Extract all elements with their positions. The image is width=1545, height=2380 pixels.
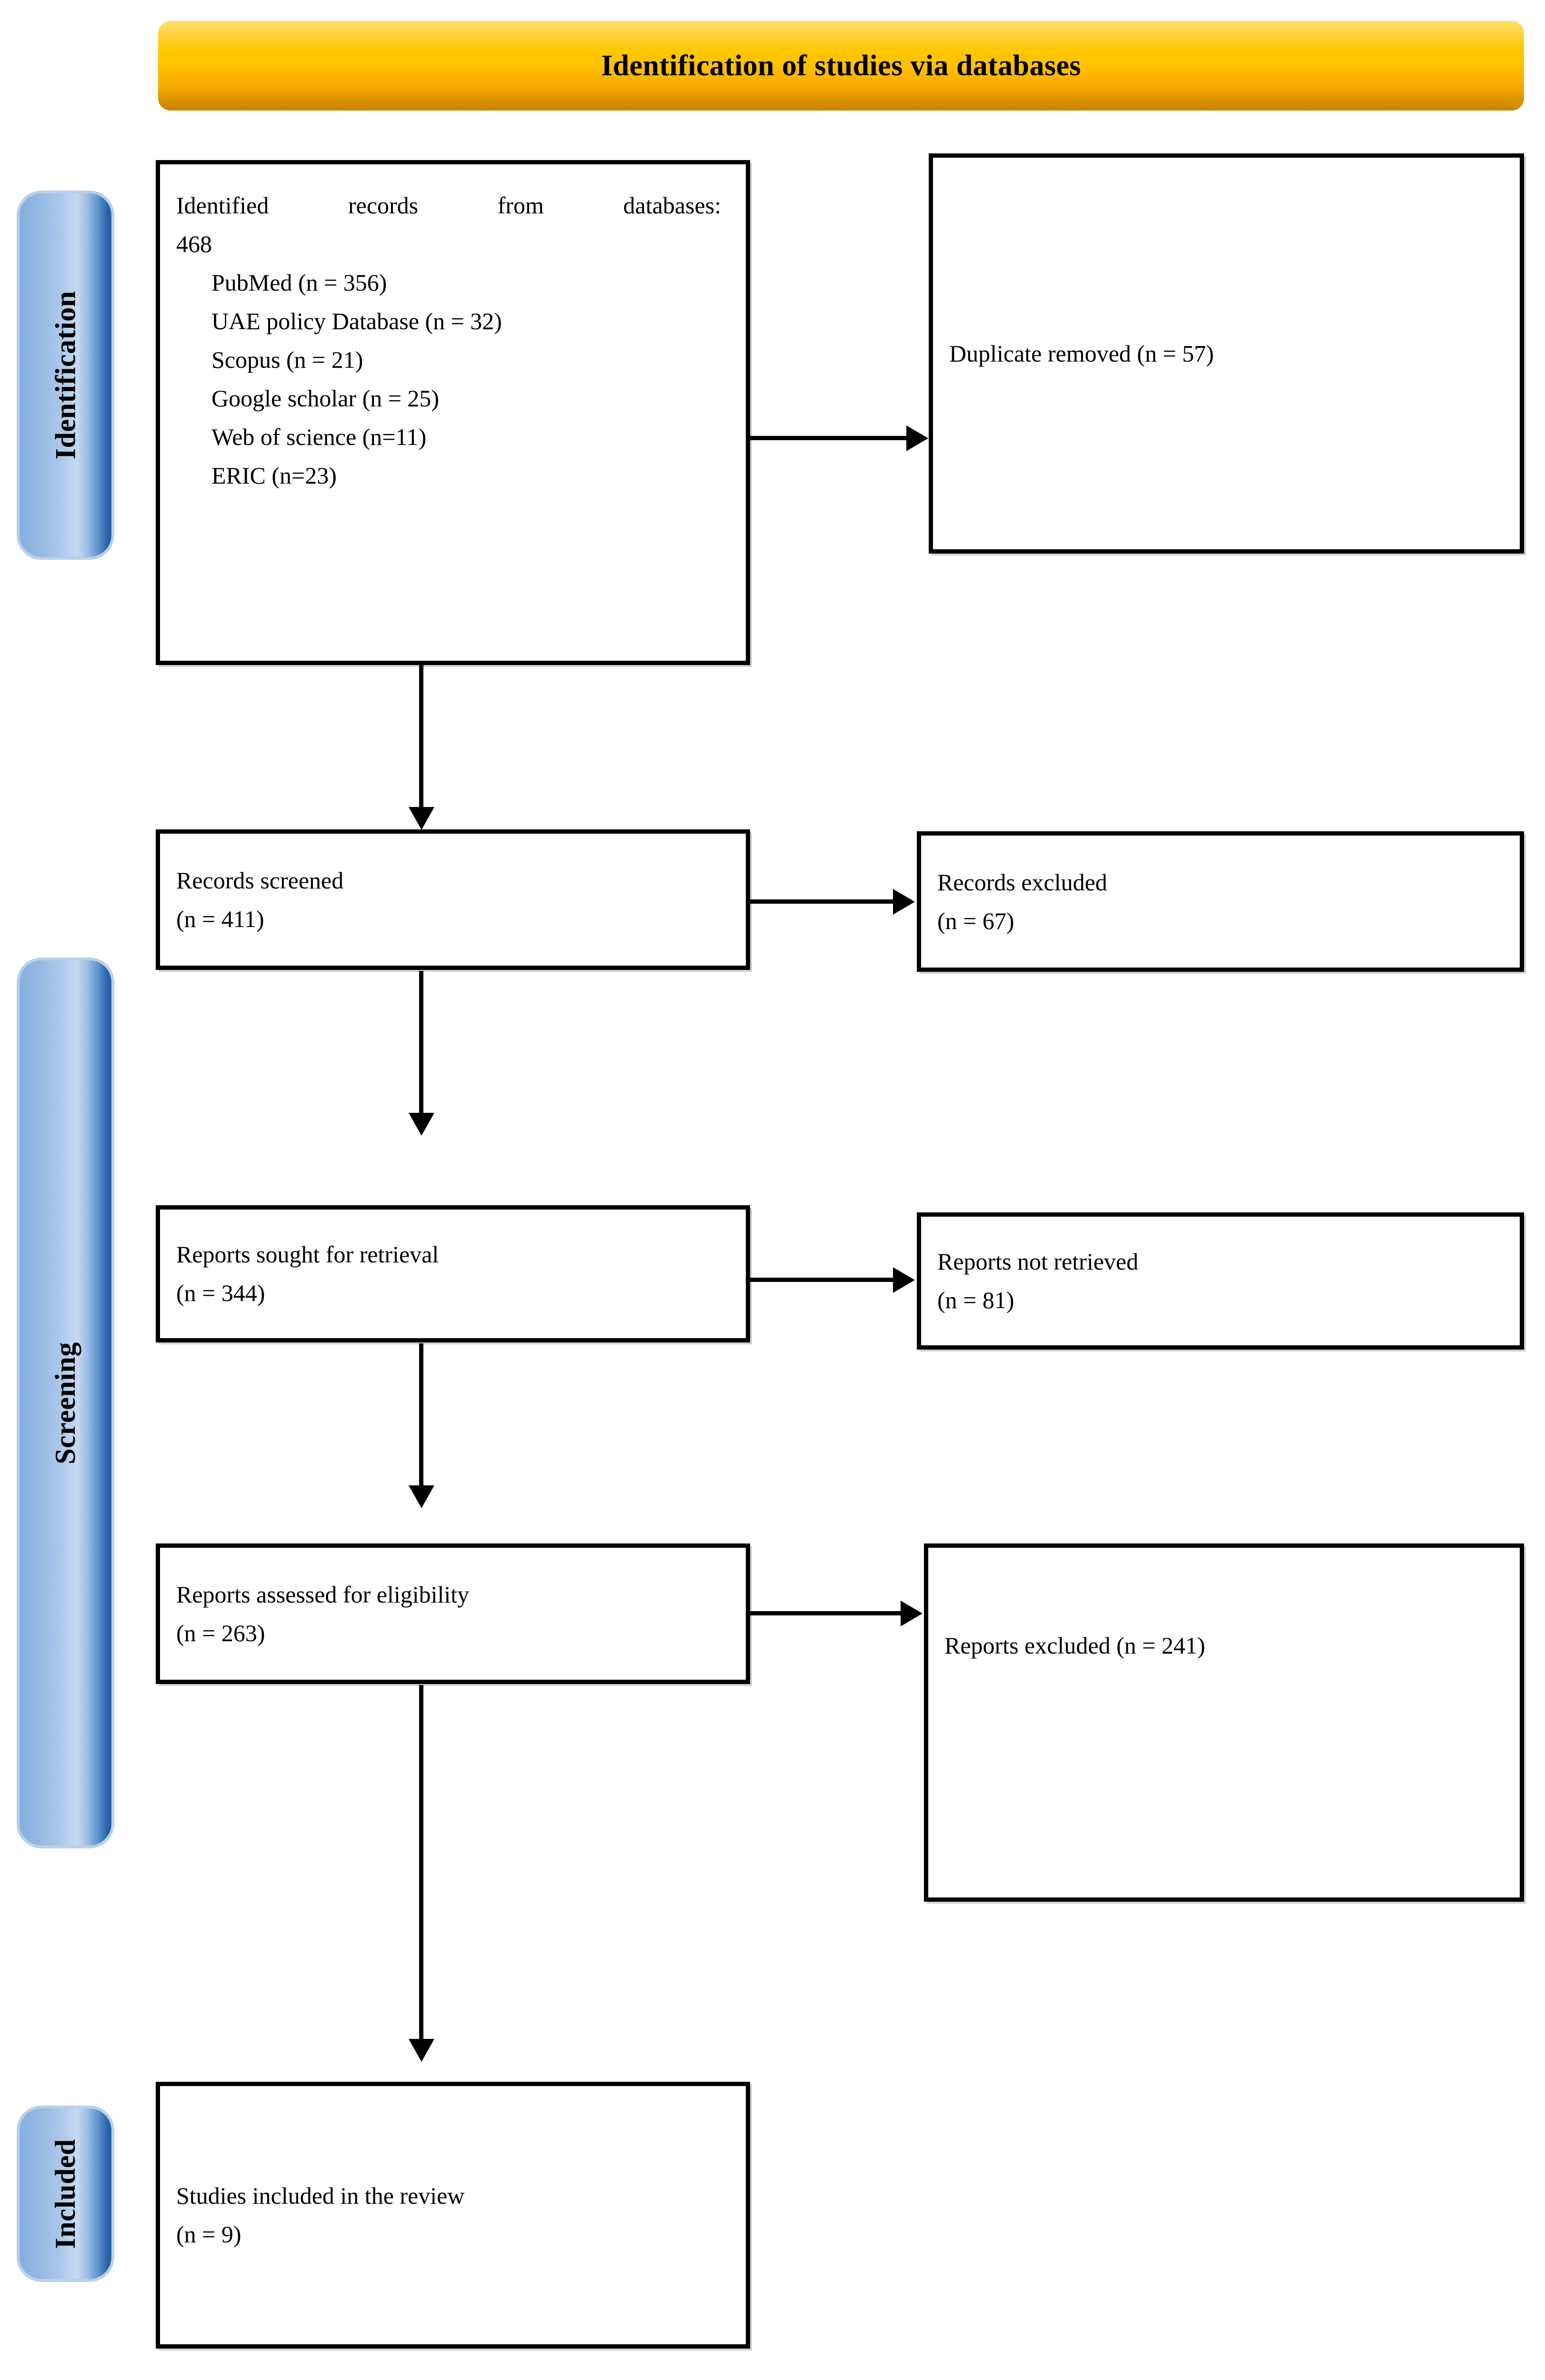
box-studies-included: Studies included in the review (n = 9) <box>156 2082 750 2349</box>
box-reports-not-retrieved: Reports not retrieved (n = 81) <box>917 1212 1524 1350</box>
arrow-sought-to-eligibility <box>419 1343 423 1486</box>
arrow-identification-to-duplicates <box>750 436 907 440</box>
source-uae-policy-database: UAE policy Database (n = 32) <box>211 308 502 334</box>
arrow-eligibility-to-included <box>419 1685 423 2040</box>
reports-assessed-count: (n = 263) <box>176 1619 265 1646</box>
duplicates-removed-content: Duplicate removed (n = 57) <box>933 334 1520 373</box>
arrow-screened-to-sought <box>419 971 423 1114</box>
arrow-eligibility-to-reports-excluded <box>750 1611 902 1615</box>
stage-pill-included-label: Included <box>50 2138 81 2249</box>
studies-included-content: Studies included in the review (n = 9) <box>160 2177 746 2254</box>
box-identified-records: Identified records from databases: 468 P… <box>156 160 750 665</box>
diagram-header-banner: Identification of studies via databases <box>158 21 1524 111</box>
duplicates-removed-text: Duplicate removed (n = 57) <box>949 340 1214 367</box>
records-screened-content: Records screened (n = 411) <box>160 861 746 938</box>
reports-not-retrieved-label: Reports not retrieved <box>937 1248 1139 1275</box>
stage-pill-screening-label: Screening <box>50 1341 81 1464</box>
records-excluded-count: (n = 67) <box>937 907 1014 934</box>
records-screened-count: (n = 411) <box>176 905 264 932</box>
box-reports-sought: Reports sought for retrieval (n = 344) <box>156 1205 750 1342</box>
diagram-title: Identification of studies via databases <box>601 49 1081 82</box>
reports-sought-label: Reports sought for retrieval <box>176 1241 439 1268</box>
records-excluded-content: Records excluded (n = 67) <box>921 863 1520 940</box>
stage-pill-identification-label: Identification <box>50 291 81 460</box>
box-records-screened: Records screened (n = 411) <box>156 829 750 970</box>
reports-assessed-content: Reports assessed for eligibility (n = 26… <box>160 1575 746 1653</box>
identified-records-total: 468 <box>176 231 212 257</box>
arrow-screened-to-excluded <box>750 899 894 904</box>
stage-pill-screening: Screening <box>17 958 114 1848</box>
stage-pill-identification: Identification <box>17 191 114 560</box>
source-eric: ERIC (n=23) <box>211 462 337 489</box>
box-duplicates-removed: Duplicate removed (n = 57) <box>929 153 1524 554</box>
box-records-excluded: Records excluded (n = 67) <box>917 831 1524 972</box>
records-excluded-label: Records excluded <box>937 868 1107 896</box>
reports-assessed-label: Reports assessed for eligibility <box>176 1581 470 1608</box>
source-scopus: Scopus (n = 21) <box>211 346 363 373</box>
reports-sought-count: (n = 344) <box>176 1280 265 1306</box>
box-reports-excluded: Reports excluded (n = 241) <box>924 1543 1524 1902</box>
arrow-identification-to-screened <box>419 665 423 808</box>
reports-excluded-text: Reports excluded (n = 241) <box>944 1632 1205 1659</box>
source-pubmed: PubMed (n = 356) <box>211 269 387 296</box>
studies-included-label: Studies included in the review <box>176 2182 465 2209</box>
identified-records-content: Identified records from databases: 468 P… <box>160 164 746 495</box>
identified-records-heading: Identified records from databases: <box>176 192 721 219</box>
source-google-scholar: Google scholar (n = 25) <box>211 385 440 412</box>
source-web-of-science: Web of science (n=11) <box>211 424 427 450</box>
reports-not-retrieved-count: (n = 81) <box>937 1287 1014 1313</box>
reports-not-retrieved-content: Reports not retrieved (n = 81) <box>921 1242 1520 1320</box>
records-screened-label: Records screened <box>176 867 344 894</box>
studies-included-count: (n = 9) <box>176 2221 241 2248</box>
box-reports-assessed-eligibility: Reports assessed for eligibility (n = 26… <box>156 1543 750 1684</box>
arrow-sought-to-not-retrieved <box>750 1278 894 1282</box>
stage-pill-included: Included <box>17 2106 114 2282</box>
reports-sought-content: Reports sought for retrieval (n = 344) <box>160 1235 746 1312</box>
reports-excluded-content: Reports excluded (n = 241) <box>928 1548 1520 1665</box>
